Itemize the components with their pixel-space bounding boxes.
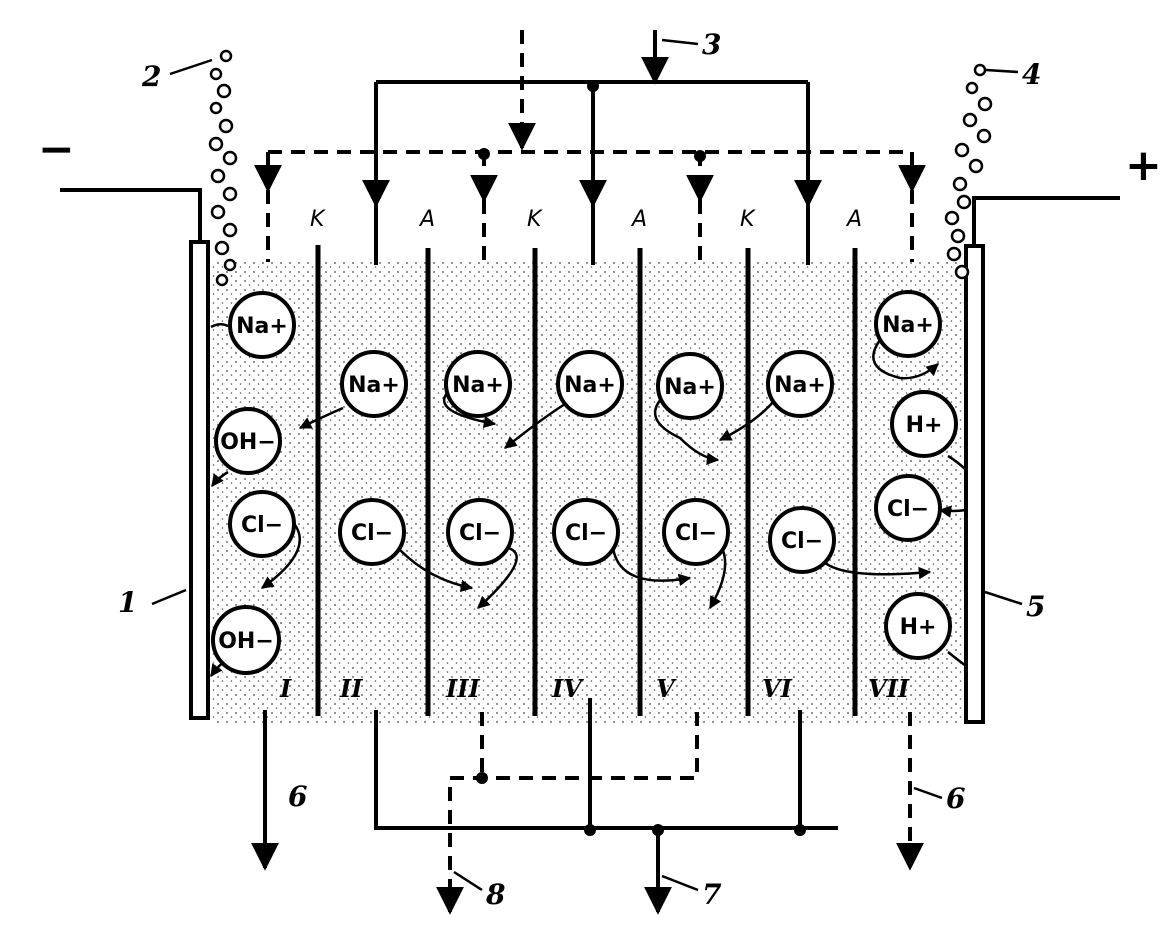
svg-text:Na+: Na+ [882,313,934,338]
compartment-label-2: II [339,674,363,703]
compartment-label-1: I [279,674,292,703]
compartment-label-7: VII [868,674,910,703]
svg-text:Cl−: Cl− [241,513,283,538]
ion-h-2: H+ [884,592,952,660]
callout-6-right: 6 [946,782,965,815]
callout-3: 3 [702,28,721,61]
svg-text:OH−: OH− [220,430,276,455]
electrolyte-solution [210,262,968,724]
svg-text:OH−: OH− [218,629,274,654]
ion-na-6: Na+ [766,350,834,418]
cathode [60,188,210,720]
membrane-label-k1: K [310,207,326,232]
ion-cl-7: Cl− [874,474,942,542]
svg-text:Cl−: Cl− [565,521,607,546]
ion-cl-5: Cl− [662,498,730,566]
callout-8: 8 [485,878,505,911]
ion-na-1: Na+ [228,291,296,359]
ion-na-3: Na+ [444,350,512,418]
svg-text:Na+: Na+ [236,314,288,339]
negative-sign: − [38,124,75,175]
callout-4: 4 [1022,58,1041,91]
membranes [315,245,858,716]
ion-cl-6: Cl− [768,506,836,574]
compartment-label-4: IV [551,674,584,703]
feed-manifold-3 [362,30,822,265]
anode [964,196,1120,724]
callout-5: 5 [1026,590,1045,623]
ions: Na+ OH− Cl− OH− Na+ Cl− Na+ Cl− [211,290,958,675]
ion-na-7: Na+ [874,290,942,358]
membrane-label-k2: K [527,207,543,232]
svg-text:H+: H+ [906,413,943,438]
membrane-label-a2: A [630,207,647,232]
ion-cl-1: Cl− [228,490,296,558]
svg-text:Cl−: Cl− [887,497,929,522]
positive-sign: + [1125,140,1162,191]
outlet-manifold-7 [374,698,838,915]
svg-text:Na+: Na+ [564,373,616,398]
compartment-label-3: III [445,674,480,703]
membrane-label-a1: A [418,207,435,232]
membrane-label-k3: K [740,207,756,232]
outlet-manifold-8 [436,712,699,915]
svg-text:Cl−: Cl− [675,521,717,546]
svg-text:Cl−: Cl− [459,521,501,546]
callout-2: 2 [141,60,161,93]
callout-1: 1 [118,586,137,619]
ion-cl-3: Cl− [446,498,514,566]
ion-oh-2: OH− [211,605,281,675]
ion-na-2: Na+ [340,350,408,418]
ion-h-1: H+ [890,390,958,458]
compartment-label-6: VI [762,674,793,703]
ion-cl-2: Cl− [338,498,406,566]
svg-text:Na+: Na+ [348,373,400,398]
gas-bubbles-left [208,49,238,287]
feed-manifold-dashed [254,30,926,265]
ion-na-4: Na+ [556,350,624,418]
svg-text:Na+: Na+ [774,373,826,398]
svg-text:H+: H+ [900,615,937,640]
compartment-label-5: V [656,674,677,703]
ion-cl-4: Cl− [552,498,620,566]
ion-oh-1: OH− [214,407,282,475]
svg-text:Na+: Na+ [452,373,504,398]
callout-6-left: 6 [288,780,307,813]
svg-text:Cl−: Cl− [781,529,823,554]
ion-migration-paths [209,323,967,678]
ion-na-5: Na+ [656,352,724,420]
membrane-label-a3: A [845,207,862,232]
svg-text:Cl−: Cl− [351,521,393,546]
callouts: 1 2 3 4 5 6 6 7 8 [118,28,1045,911]
svg-text:Na+: Na+ [664,375,716,400]
callout-7: 7 [702,878,722,911]
gas-bubbles-right [944,63,993,280]
